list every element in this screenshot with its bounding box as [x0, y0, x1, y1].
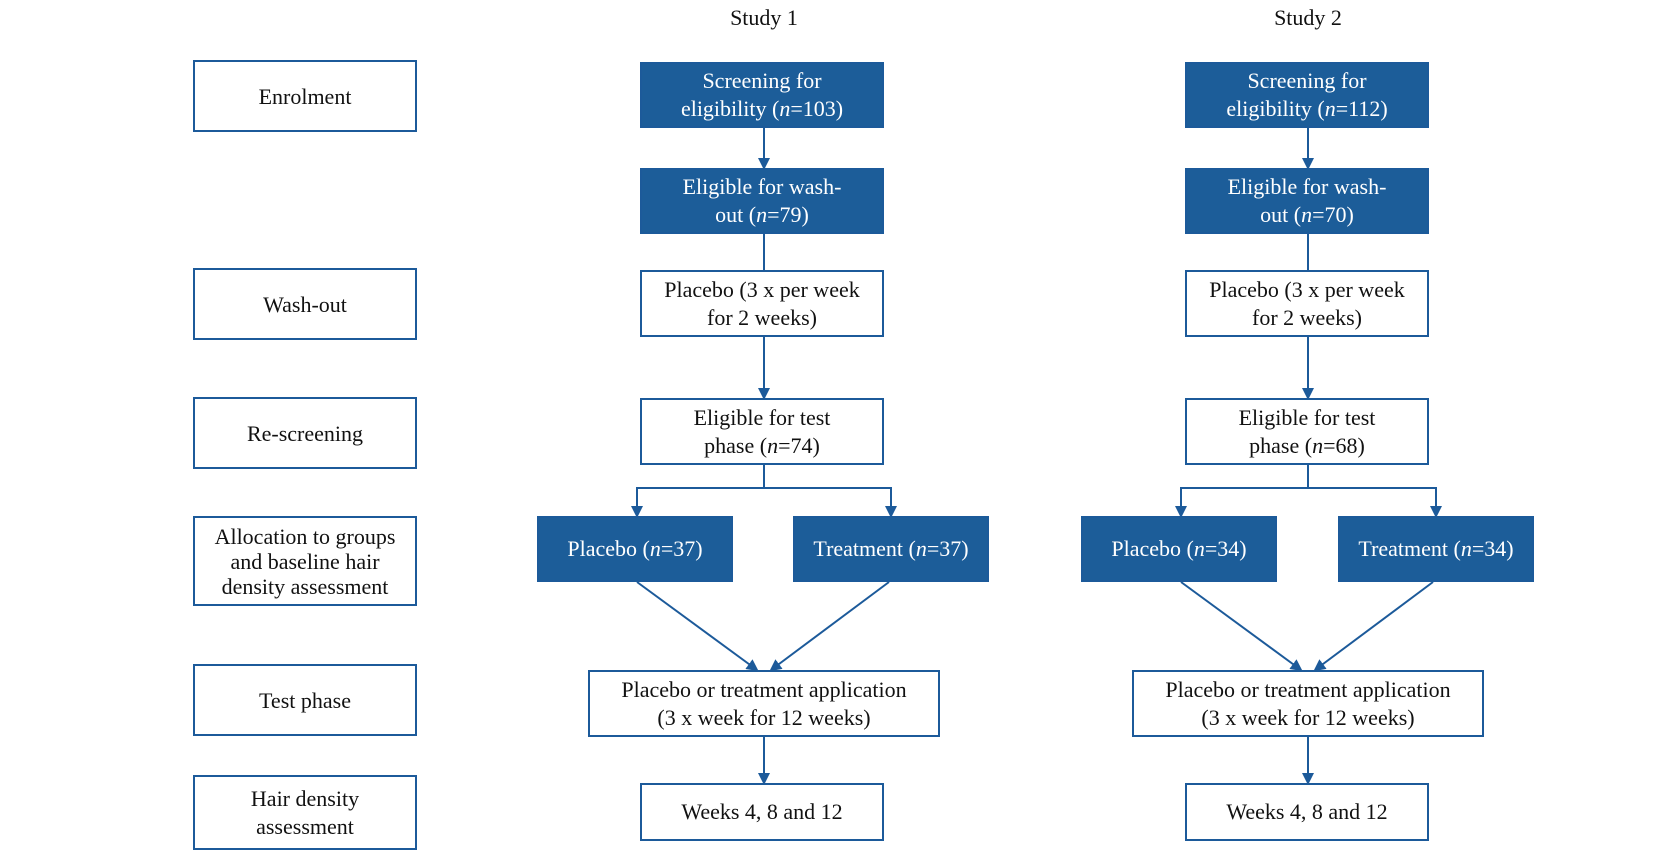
stage-enrolment: Enrolment	[193, 60, 417, 132]
test-eligible-count: phase (n=68)	[1249, 432, 1365, 458]
treatment-group-box: Treatment (n=37)	[793, 516, 989, 582]
screening-count: eligibility (n=103)	[680, 96, 844, 121]
weeks-box: Weeks 4, 8 and 12	[1185, 783, 1429, 841]
arrow-treatment-to-application	[1313, 581, 1434, 672]
arrow-treatment-to-application	[769, 581, 890, 672]
screening-count: eligibility (n=112)	[1226, 96, 1388, 121]
stage-wash-out: Wash-out	[193, 268, 417, 340]
washout-eligible-box: Eligible for wash- out (n=70)	[1185, 168, 1429, 234]
study-heading: Study 2	[1274, 5, 1342, 30]
application-box: Placebo or treatment application (3 x we…	[588, 670, 940, 737]
screening-box: Screening for eligibility (n=112)	[1185, 62, 1429, 128]
placebo-washout-box: Placebo (3 x per week for 2 weeks)	[1185, 270, 1429, 337]
stage-test-phase: Test phase	[193, 664, 417, 736]
test-eligible-count: phase (n=74)	[704, 432, 820, 458]
washout-eligible-count: out (n=70)	[1260, 202, 1354, 227]
split-line	[631, 465, 765, 518]
arrow-placebo-to-application	[636, 581, 759, 672]
washout-eligible-box: Eligible for wash- out (n=79)	[640, 168, 884, 234]
split-line	[1175, 465, 1309, 518]
application-box: Placebo or treatment application (3 x we…	[1132, 670, 1484, 737]
placebo-group-box: Placebo (n=34)	[1081, 516, 1277, 582]
placebo-washout-box: Placebo (3 x per week for 2 weeks)	[640, 270, 884, 337]
stage-allocation: Allocation to groups and baseline hair d…	[193, 516, 417, 606]
test-eligible-box: Eligible for test phase (n=74)	[640, 398, 884, 465]
weeks-box: Weeks 4, 8 and 12	[640, 783, 884, 841]
screening-box: Screening for eligibility (n=103)	[640, 62, 884, 128]
split-line	[764, 487, 892, 516]
arrow-placebo-to-application	[1180, 581, 1303, 672]
stage-re-screening: Re-screening	[193, 397, 417, 469]
split-line	[1308, 487, 1437, 516]
test-eligible-box: Eligible for test phase (n=68)	[1185, 398, 1429, 465]
placebo-group-box: Placebo (n=37)	[537, 516, 733, 582]
washout-eligible-count: out (n=79)	[715, 202, 809, 227]
study-heading: Study 1	[730, 5, 798, 30]
stage-hair-density-assessment: Hair density assessment	[193, 775, 417, 850]
treatment-group-box: Treatment (n=34)	[1338, 516, 1534, 582]
